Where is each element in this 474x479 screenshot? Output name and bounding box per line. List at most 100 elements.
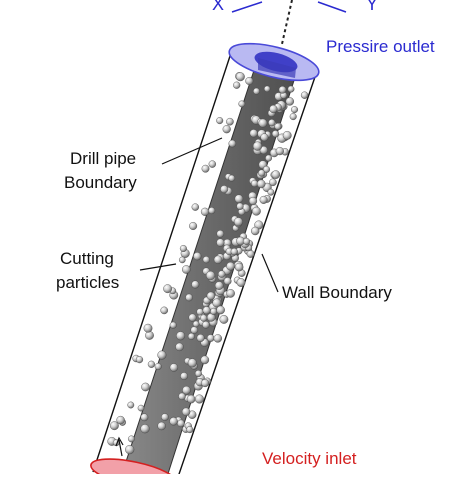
cutting-particle (140, 413, 149, 422)
wall-boundary-leader (261, 253, 279, 293)
cutting-particle (177, 419, 185, 428)
cutting-particle (226, 117, 234, 126)
cutting-particle (216, 117, 224, 125)
cutting-particle (157, 421, 166, 431)
cutting-particle (269, 178, 277, 187)
cutting-particle (187, 332, 195, 340)
cutting-particle (127, 435, 135, 443)
cutting-particle (264, 85, 271, 93)
cutting-particle (242, 237, 250, 245)
cutting-particle (248, 196, 258, 206)
cutting-particle (251, 206, 261, 216)
cutting-particle (201, 379, 210, 388)
cutting-particle (278, 86, 287, 94)
cutting-particles (107, 72, 309, 455)
cutting-particle (249, 129, 258, 138)
cutting-particle (228, 174, 236, 182)
cutting-particle (275, 147, 284, 156)
cutting-particle (291, 106, 299, 114)
cutting-particle (245, 76, 254, 85)
cutting-particle (202, 256, 210, 264)
cutting-particle (186, 394, 196, 404)
cutting-particle (267, 188, 275, 196)
leader-lines (139, 137, 279, 293)
axis-x-arrow (231, 1, 263, 13)
cutting-particle (274, 122, 282, 130)
cutting-particle (200, 314, 208, 322)
cutting-particle (160, 306, 168, 315)
cutting-particle (181, 407, 191, 416)
cutting-particle (192, 320, 200, 328)
cutting-particle (271, 170, 281, 179)
cutting-particle (269, 104, 278, 114)
cutting-particle (252, 141, 263, 151)
cutting-particle (253, 87, 260, 95)
cutting-particle (196, 308, 204, 316)
cutting-particle (143, 323, 153, 333)
velocity-inlet-label: Velocity inlet (262, 449, 357, 468)
cutting-particle (185, 293, 193, 302)
cutting-particle (250, 226, 260, 236)
cutting-particle (191, 280, 200, 289)
cutting-particle (226, 261, 235, 271)
cutting-particle (271, 130, 280, 138)
cutting-particle (141, 382, 150, 392)
cutting-particle (265, 154, 272, 162)
cutting-particle (228, 139, 237, 148)
cutting-particle (202, 320, 210, 329)
cutting-particle (258, 118, 268, 128)
wellbore-wall (92, 49, 317, 479)
cutting-particle (200, 355, 210, 365)
cutting-particle (189, 221, 198, 230)
cutting-particle (169, 417, 178, 426)
cutting-particle (116, 415, 125, 425)
cutting-particle (234, 262, 244, 272)
cutting-particle (110, 421, 119, 431)
cutting-particle (287, 85, 295, 93)
axis-x-label: X (212, 0, 225, 14)
axis-y-arrow (317, 1, 347, 13)
cutting-particle (169, 321, 177, 329)
cutting-particle (137, 404, 145, 412)
cutting-particle (125, 445, 135, 455)
cutting-particle (285, 97, 294, 106)
cutting-particle (236, 202, 244, 210)
cutting-particle (182, 385, 191, 395)
cutting-particle (157, 350, 167, 360)
cutting-particle (147, 360, 156, 368)
cutting-particle (194, 394, 204, 404)
cutting-particle (208, 160, 217, 168)
cutting-particle (235, 72, 245, 82)
wall-right-edge (176, 73, 317, 479)
drill-pipe-label-line1: Drill pipe (70, 149, 137, 168)
cutting-particle (216, 305, 225, 315)
cutting-particle (263, 165, 271, 173)
cutting-particle (187, 358, 197, 368)
outlet-pipe-highlight (258, 58, 296, 78)
cutting-particle (220, 185, 229, 194)
cutting-particle (289, 113, 297, 121)
pressure-outlet-label: Pressire outlet (326, 37, 435, 56)
cutting-particle (246, 249, 255, 258)
cutting-particle (268, 119, 276, 127)
cutting-particle (180, 372, 189, 380)
cutting-particle (282, 130, 292, 140)
cutting-particle (154, 363, 162, 371)
cutting-particle (238, 100, 246, 108)
particles-leader (139, 263, 177, 271)
axis-indicator (231, 0, 347, 45)
cutting-particle (230, 248, 238, 256)
cutting-particle (178, 256, 186, 264)
cutting-particle (140, 424, 150, 434)
cutting-particle (202, 306, 211, 315)
cutting-particle (212, 298, 222, 308)
cutting-particle (213, 334, 223, 343)
cutting-particle (127, 401, 135, 409)
cutting-particle (210, 307, 218, 315)
cutting-particle (161, 413, 169, 421)
cutting-particle (196, 334, 205, 343)
cutting-particle (176, 331, 186, 341)
cutting-particle (256, 179, 266, 189)
